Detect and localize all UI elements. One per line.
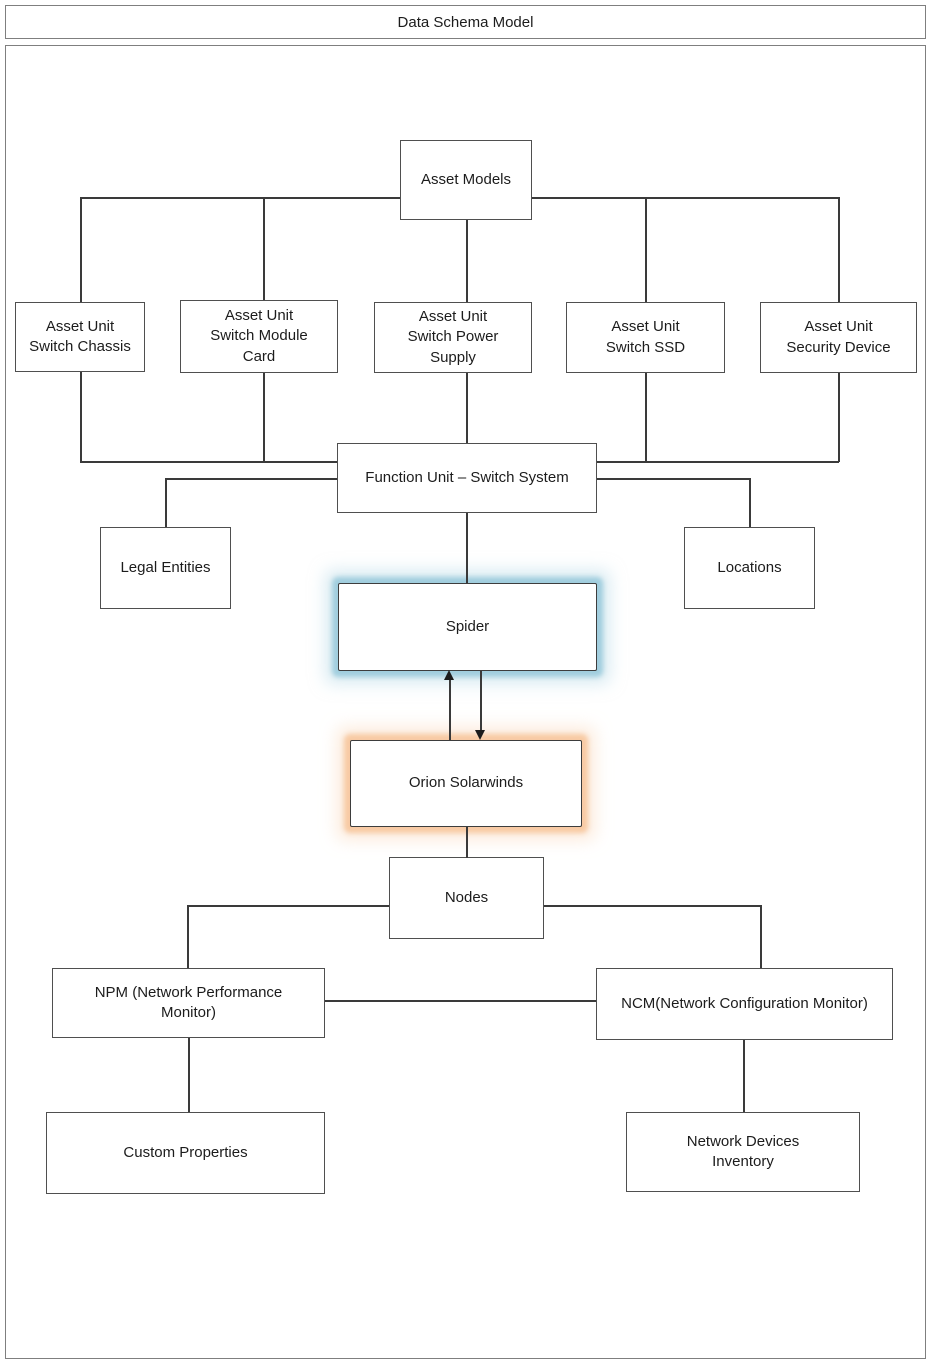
connector-orion-to-spider-arrow-line (449, 678, 451, 740)
connector-switch-chassis-down (80, 372, 82, 462)
node-label: Asset Models (420, 170, 512, 188)
node-label: Spider (445, 617, 490, 635)
connector-function-unit-to-legal-entities-h (165, 478, 338, 480)
node-function-unit-switch-system: Function Unit – Switch System (337, 443, 597, 513)
diagram-title-bar: Data Schema Model (5, 5, 926, 39)
connector-security-device-down (838, 373, 840, 462)
node-ncm: NCM(Network Configuration Monitor) (596, 968, 893, 1040)
node-label: Asset Unit Switch Power Supply (407, 308, 499, 366)
connector-spider-to-orion-arrow-line (480, 671, 482, 732)
connector-function-unit-to-legal-entities-v (165, 478, 167, 528)
arrow-up-icon (444, 670, 454, 680)
connector-nodes-to-npm-v (187, 905, 189, 969)
node-asset-unit-switch-chassis: Asset Unit Switch Chassis (15, 302, 145, 372)
connector-nodes-to-ncm-h (543, 905, 761, 907)
node-label: Asset Unit Switch Chassis (29, 317, 131, 355)
node-label: Legal Entities (120, 558, 211, 576)
node-asset-unit-switch-power-supply: Asset Unit Switch Power Supply (374, 302, 532, 373)
connector-nodes-to-ncm-v (760, 905, 762, 969)
node-custom-properties: Custom Properties (46, 1112, 325, 1194)
node-label: Locations (717, 558, 782, 576)
connector-function-unit-to-spider (466, 513, 468, 584)
connector-switch-ssd-down (645, 373, 647, 462)
connector-left-bus-to-function-unit (80, 461, 338, 463)
node-npm: NPM (Network Performance Monitor) (52, 968, 325, 1038)
node-label: NCM(Network Configuration Monitor) (621, 994, 868, 1012)
node-asset-unit-switch-module-card: Asset Unit Switch Module Card (180, 300, 338, 373)
node-label: Network Devices Inventory (686, 1132, 800, 1170)
node-asset-unit-security-device: Asset Unit Security Device (760, 302, 917, 373)
connector-function-unit-to-locations-v (749, 478, 751, 528)
node-label: Function Unit – Switch System (365, 468, 569, 486)
node-legal-entities: Legal Entities (100, 527, 231, 609)
node-network-devices-inventory: Network Devices Inventory (626, 1112, 860, 1192)
connector-right-bus-to-function-unit (596, 461, 839, 463)
connector-npm-to-ncm (325, 1000, 597, 1002)
connector-function-unit-to-locations-h (596, 478, 750, 480)
node-label: Nodes (444, 888, 489, 906)
connector-bus-to-switch-module-card (263, 197, 265, 301)
node-label: Asset Unit Security Device (786, 318, 891, 356)
node-asset-unit-switch-ssd: Asset Unit Switch SSD (566, 302, 725, 373)
connector-npm-to-custom-properties (188, 1038, 190, 1113)
node-label: Orion Solarwinds (408, 774, 524, 792)
node-label: Asset Unit Switch SSD (605, 318, 686, 356)
connector-orion-to-nodes (466, 827, 468, 858)
node-locations: Locations (684, 527, 815, 609)
connector-asset-models-to-power-supply (466, 220, 468, 303)
node-label: Asset Unit Switch Module Card (210, 307, 308, 365)
node-label: NPM (Network Performance Monitor) (94, 983, 283, 1021)
page-title: Data Schema Model (397, 13, 534, 31)
arrow-down-icon (475, 730, 485, 740)
node-spider: Spider (338, 583, 597, 671)
connector-nodes-to-npm-h (187, 905, 390, 907)
connector-bus-to-switch-ssd (645, 197, 647, 303)
connector-bus-to-switch-chassis (80, 197, 82, 303)
connector-switch-module-card-down (263, 373, 265, 462)
node-asset-models: Asset Models (400, 140, 532, 220)
connector-bus-to-security-device (838, 197, 840, 303)
connector-ncm-to-network-devices-inventory (743, 1040, 745, 1113)
connector-power-supply-to-function-unit (466, 373, 468, 444)
node-orion-solarwinds: Orion Solarwinds (350, 740, 582, 827)
node-nodes: Nodes (389, 857, 544, 939)
node-label: Custom Properties (123, 1143, 248, 1161)
